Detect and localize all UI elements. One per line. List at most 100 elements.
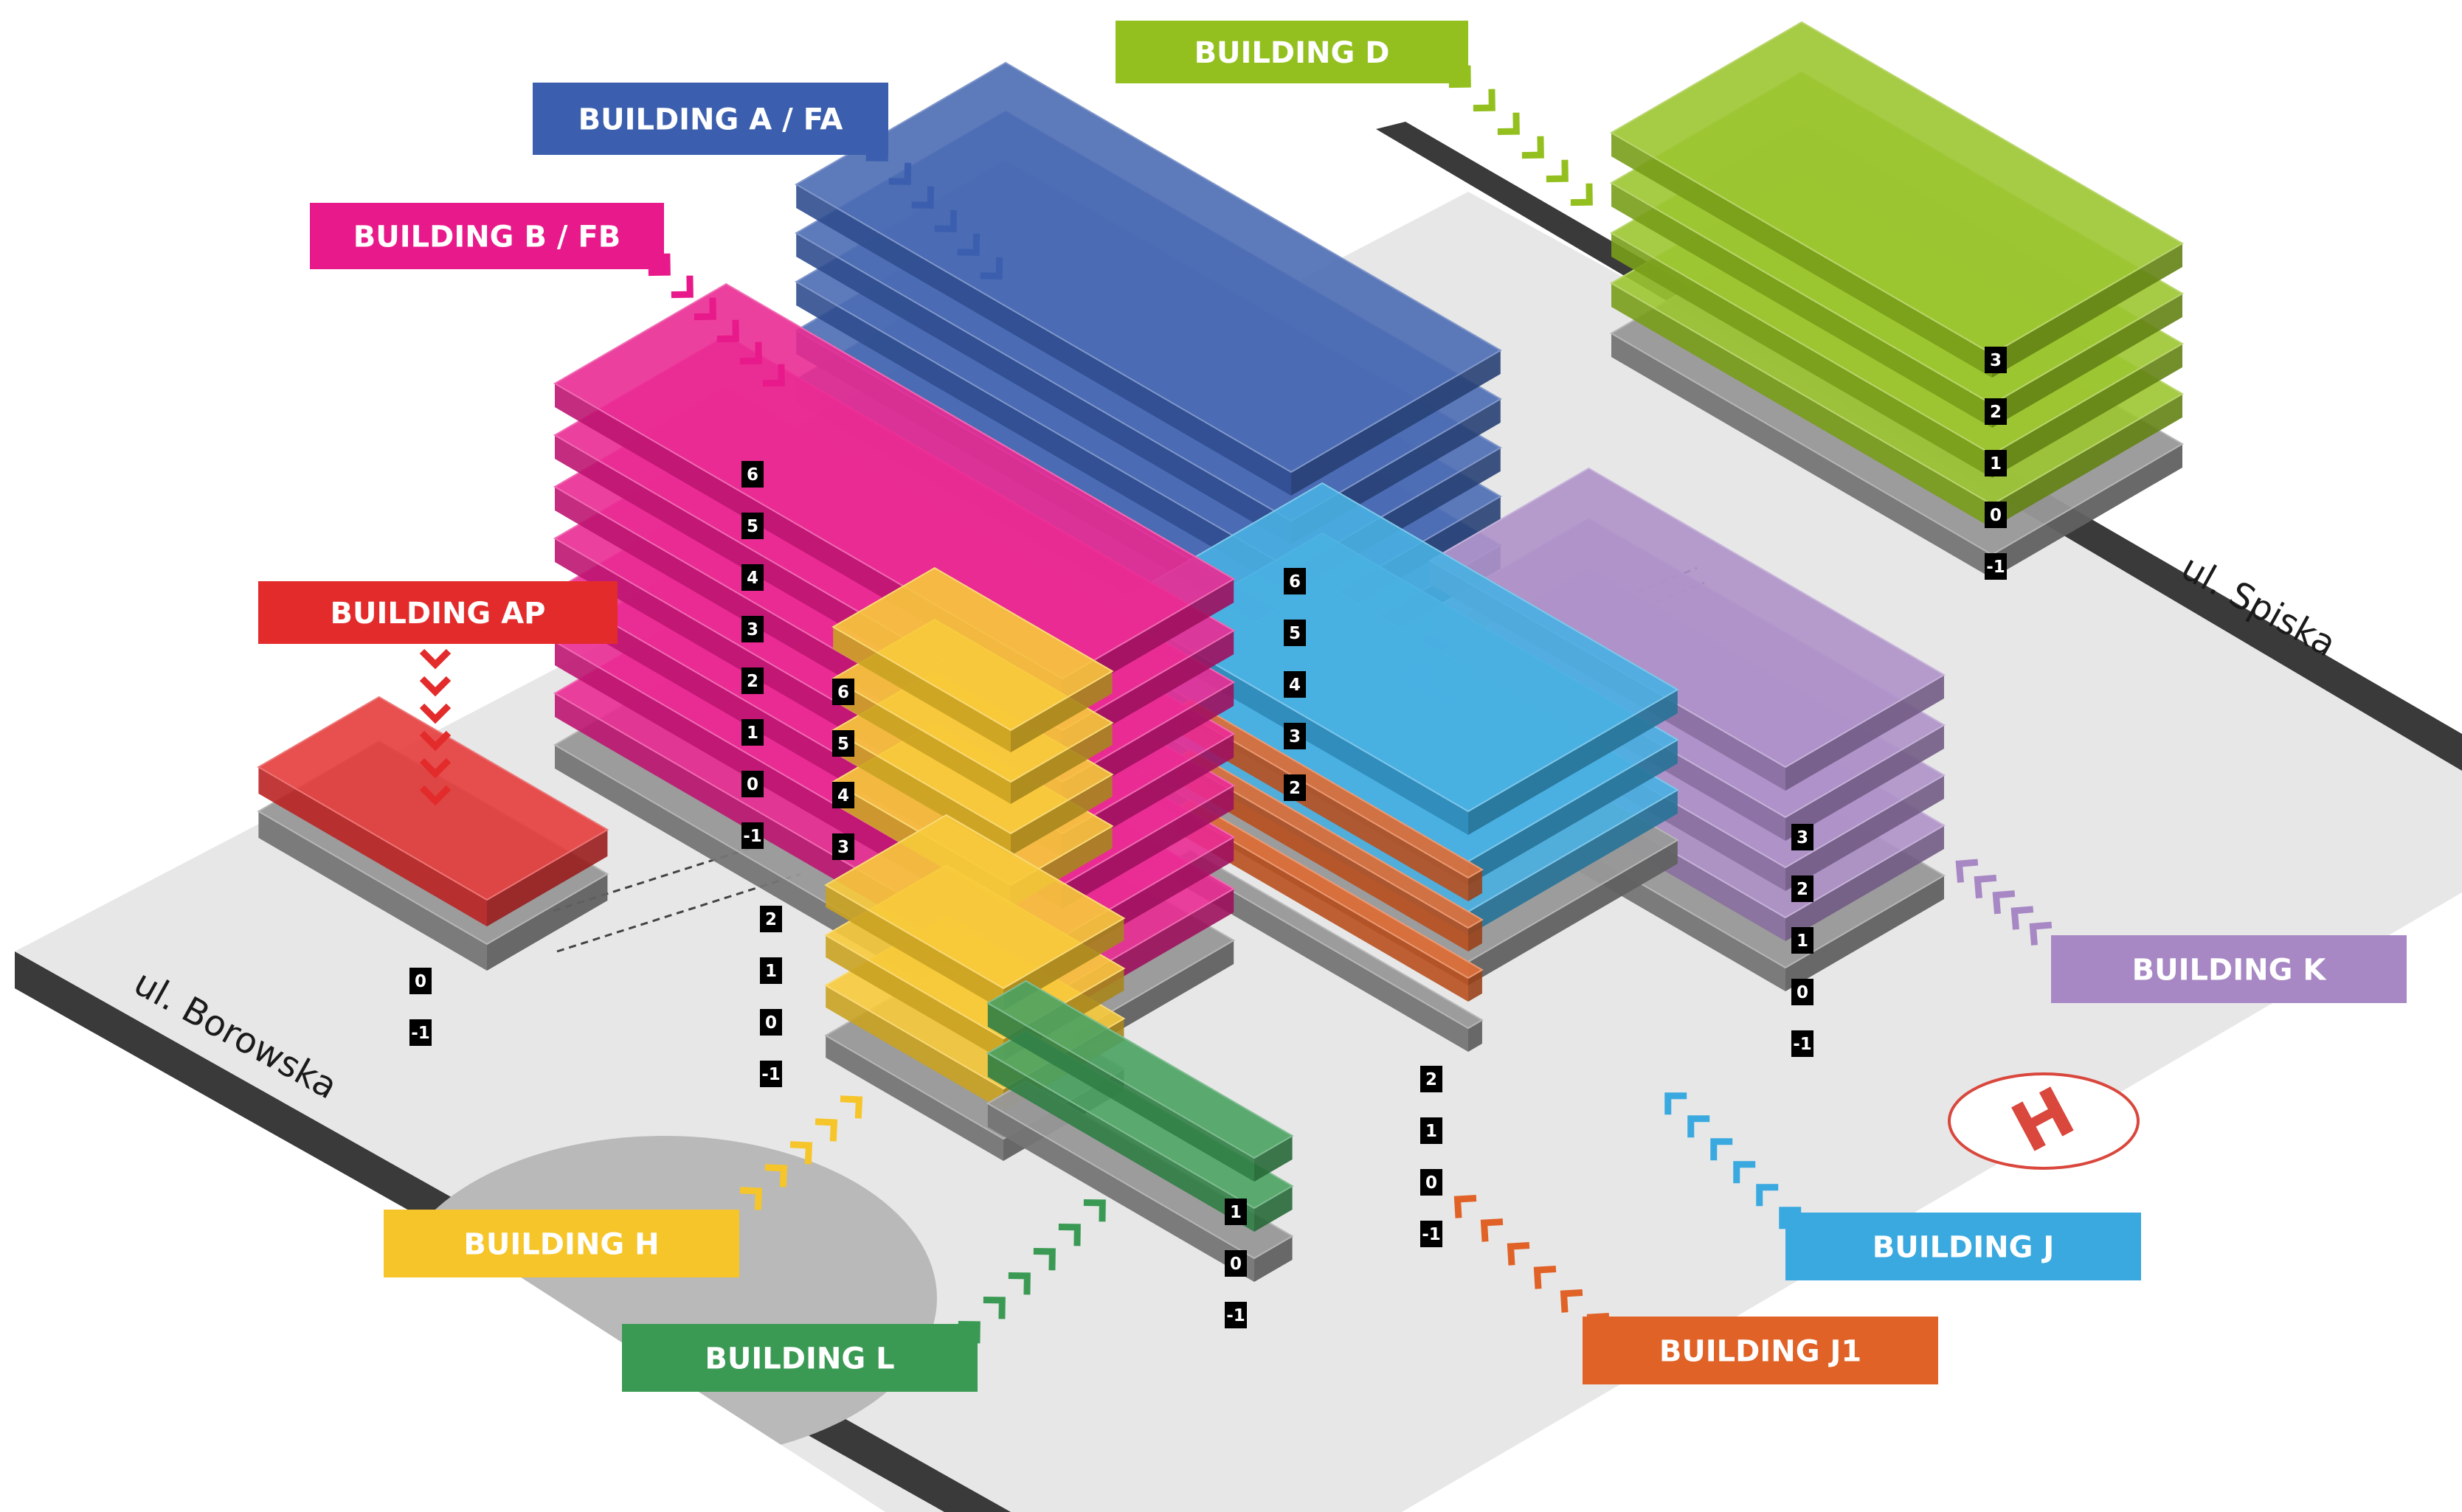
marker-l-label: 0 [1230,1255,1242,1274]
marker-k--1: -1 [1791,1030,1813,1057]
marker-k-label: 2 [1797,880,1808,899]
label-building-ap: BUILDING AP [258,581,618,644]
label-building-d: BUILDING D [1116,21,1468,83]
marker-b-label: 4 [747,569,758,588]
marker-j1-label: -1 [1422,1225,1441,1244]
arrow-building-b [648,253,785,387]
marker-d-label: 0 [1990,506,2002,525]
helipad: H [1948,1072,2140,1170]
label-building-h-box [384,1210,739,1277]
marker-ap-0: 0 [409,968,432,994]
marker-h-upper-label: 3 [837,838,849,857]
marker-d--1: -1 [1985,553,2007,580]
building-h-upper-floor-3 [831,566,1114,752]
marker-j1-label: 1 [1425,1122,1437,1141]
label-building-ap-box [258,581,618,644]
marker-h-lower-2: 2 [760,906,782,932]
marker-d-label: -1 [1986,558,2005,577]
building-a-floor-5 [795,61,1502,496]
marker-ap-label: 0 [415,972,426,991]
label-building-l-box [622,1324,978,1392]
label-building-b-box [310,203,664,269]
marker-a-label: 4 [1289,676,1301,695]
arrow-building-k [1955,859,2053,946]
marker-k-label: -1 [1793,1035,1812,1054]
marker-a-label: 3 [1289,727,1301,746]
building-l-floor-0 [986,1080,1294,1282]
label-building-b-text: BUILDING B / FB [353,220,620,254]
marker-a-label: 5 [1289,624,1301,643]
label-building-ap-text: BUILDING AP [331,597,546,631]
marker-h-upper-label: 4 [837,786,849,805]
marker-b-label: 6 [747,465,758,485]
marker-a-2: 2 [1284,774,1306,801]
label-building-h-text: BUILDING H [463,1227,659,1261]
marker-h-upper-label: 5 [837,735,849,754]
marker-k-1: 1 [1791,927,1813,954]
arrow-building-ap [419,648,452,806]
marker-h-lower-label: 0 [765,1013,777,1033]
marker-b-1: 1 [741,719,764,746]
marker-a-6: 6 [1284,568,1306,594]
marker-l-label: 1 [1230,1203,1242,1222]
marker-b-5: 5 [741,513,764,539]
marker-a-5: 5 [1284,620,1306,646]
marker-ap--1: -1 [409,1019,432,1046]
marker-h-upper-6: 6 [832,679,854,705]
building-j1-floor-1 [1175,799,1484,1002]
building-d [1610,21,2184,578]
marker-d-2: 2 [1985,398,2007,425]
label-building-a-box [533,83,888,155]
label-building-l: BUILDING L [622,1324,978,1392]
label-building-a-text: BUILDING A / FA [578,103,843,136]
label-building-l-text: BUILDING L [705,1342,894,1376]
marker-k-0: 0 [1791,979,1813,1005]
marker-b-label: 5 [747,517,758,536]
marker-b-label: -1 [743,827,762,846]
marker-k-3: 3 [1791,824,1813,850]
label-building-j1-text: BUILDING J1 [1659,1334,1861,1368]
label-building-j: BUILDING J [1785,1213,2141,1280]
label-building-d-text: BUILDING D [1194,36,1390,70]
marker-h-upper-5: 5 [832,730,854,757]
label-building-h: BUILDING H [384,1210,739,1277]
label-building-j-text: BUILDING J [1873,1230,2055,1264]
parking-oval [391,1136,937,1460]
label-building-a: BUILDING A / FA [533,83,888,155]
marker-j1-label: 2 [1425,1070,1437,1089]
marker-a-3: 3 [1284,723,1306,749]
marker-a-label: 6 [1289,572,1301,592]
marker-h-upper-3: 3 [832,833,854,860]
marker-d-0: 0 [1985,502,2007,528]
marker-k-label: 3 [1797,828,1808,847]
marker-j1-1: 1 [1420,1117,1442,1144]
marker-a-4: 4 [1284,671,1306,698]
marker-b-6: 6 [741,461,764,488]
marker-b-label: 1 [747,724,758,743]
marker-d-label: 3 [1990,351,2002,370]
marker-h-lower--1: -1 [760,1061,782,1087]
marker-l-1: 1 [1225,1199,1247,1225]
label-building-k: BUILDING K [2051,935,2407,1003]
marker-a-label: 2 [1289,779,1301,798]
label-building-j-box [1785,1213,2141,1280]
marker-l-0: 0 [1225,1250,1247,1277]
label-building-k-text: BUILDING K [2132,953,2328,987]
marker-b-0: 0 [741,771,764,797]
label-building-j1: BUILDING J1 [1583,1317,1938,1384]
building-j1-floor-2 [1175,749,1484,951]
marker-h-lower-label: -1 [761,1065,781,1084]
label-building-k-box [2051,935,2407,1003]
marker-d-label: 1 [1990,454,2002,474]
arrow-building-j [1664,1092,1802,1230]
marker-b-label: 3 [747,620,758,639]
building-j1 [1175,698,1484,1052]
marker-b-3: 3 [741,616,764,642]
marker-ap-label: -1 [411,1024,430,1043]
building-l [986,979,1294,1282]
marker-b--1: -1 [741,822,764,849]
label-building-b: BUILDING B / FB [310,203,664,269]
marker-b-label: 2 [747,672,758,691]
arrow-building-d [1448,65,1593,207]
marker-d-3: 3 [1985,347,2007,373]
